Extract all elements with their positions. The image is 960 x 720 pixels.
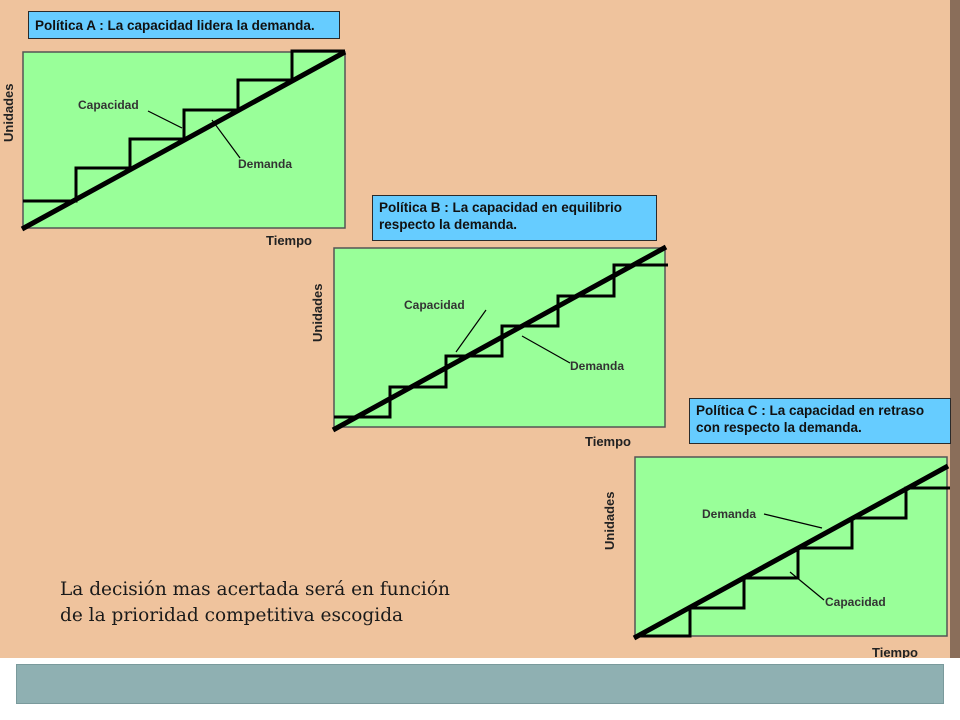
policy-c-demand-label: Demanda	[702, 507, 756, 521]
policy-a-y-axis-label: Unidades	[1, 83, 16, 142]
policy-b-capacity-label: Capacidad	[404, 298, 465, 312]
policy-b-capacity-leader	[455, 309, 487, 353]
policy-a-capacity-leader	[147, 110, 183, 129]
policy-c-demand-leader	[763, 513, 823, 529]
policy-c-title: Política C : La capacidad en retraso con…	[689, 398, 951, 444]
policy-c-demand-line	[632, 463, 950, 641]
policy-a-capacity-label: Capacidad	[78, 98, 139, 112]
policy-c-x-axis-label: Tiempo	[872, 645, 918, 658]
slide-right-border	[950, 0, 960, 658]
caption-line1: La decisión mas acertada será en función	[60, 579, 450, 600]
policy-b-demand-label: Demanda	[570, 359, 624, 373]
caption-text: La decisión mas acertada será en función…	[60, 577, 540, 629]
policy-a-title: Política A : La capacidad lidera la dema…	[28, 11, 340, 39]
policy-c-title-line1: Política C : La capacidad en retraso	[696, 403, 925, 418]
policy-a-title-text: Política A : La capacidad lidera la dema…	[35, 18, 315, 33]
policy-b-demand-leader	[521, 335, 571, 364]
footer-bar	[16, 664, 944, 704]
policy-a-x-axis-label: Tiempo	[266, 233, 312, 248]
capacity-policy-diagram: Capacidad Demanda Unidades Tiempo Capaci…	[1, 49, 950, 658]
policy-b-y-axis-label: Unidades	[310, 283, 325, 342]
policy-b-panel: Capacidad Demanda Unidades Tiempo	[310, 244, 668, 449]
policy-a-capacity-steps	[23, 49, 345, 203]
policy-a-demand-leader	[211, 119, 241, 159]
policy-a-panel: Capacidad Demanda Unidades Tiempo	[1, 49, 347, 248]
policy-c-capacity-steps	[635, 486, 950, 638]
policy-c-capacity-label: Capacidad	[825, 595, 886, 609]
policy-a-demand-label: Demanda	[238, 157, 292, 171]
policy-c-capacity-leader	[789, 571, 825, 601]
caption-line2: de la prioridad competitiva escogida	[60, 605, 404, 626]
policy-b-x-axis-label: Tiempo	[585, 434, 631, 449]
policy-c-panel: Demanda Capacidad Unidades Tiempo	[602, 456, 950, 658]
policy-c-title-line2: con respecto la demanda.	[696, 420, 862, 435]
policy-b-title: Política B : La capacidad en equilibrio …	[372, 195, 657, 241]
policy-b-demand-line	[331, 244, 668, 433]
policy-a-demand-line	[20, 49, 347, 232]
policy-b-capacity-steps	[334, 263, 668, 419]
policy-b-title-line2: respecto la demanda.	[379, 217, 518, 232]
policy-b-title-line1: Política B : La capacidad en equilibrio	[379, 200, 623, 215]
policy-c-y-axis-label: Unidades	[602, 491, 617, 550]
